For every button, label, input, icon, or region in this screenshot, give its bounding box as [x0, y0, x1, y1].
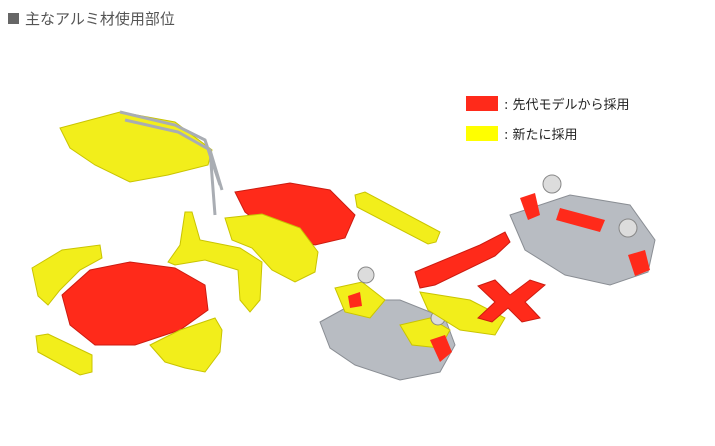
rear-arm-red: [556, 208, 605, 232]
rear-bulkhead-panel: [224, 213, 319, 283]
rear-knuckle-red-2: [628, 250, 650, 276]
legend-swatch-red: [466, 96, 498, 111]
legend-swatch-yellow: [466, 126, 498, 141]
front-knuckle-red-2: [348, 292, 362, 308]
hood-panel: [61, 261, 209, 346]
legend-item-new: : 新たに採用: [466, 124, 630, 143]
rear-knuckle-red: [520, 193, 540, 220]
legend: : 先代モデルから採用 : 新たに採用: [466, 94, 630, 154]
rear-subframe: [509, 194, 656, 286]
roof-frame-bars: [119, 110, 224, 216]
front-fender-left: [31, 244, 103, 306]
front-damper-top-left: [357, 266, 375, 284]
page-title-text: 主なアルミ材使用部位: [25, 10, 175, 28]
rear-damper-top-left: [542, 174, 562, 194]
roll-hoop-frame: [167, 211, 263, 313]
front-fender-right: [149, 317, 223, 373]
power-plant-frame: [414, 231, 511, 289]
front-bumper-beam: [35, 333, 93, 376]
legend-label-new: : 新たに採用: [504, 128, 578, 143]
center-brace-panel: [419, 291, 506, 336]
rear-damper-top-right: [618, 218, 638, 238]
page-title: 主なアルミ材使用部位: [8, 8, 175, 29]
title-square-icon: [8, 13, 19, 24]
rear-bumper-beam: [354, 191, 441, 245]
x-brace: [477, 279, 546, 323]
legend-item-carryover: : 先代モデルから採用: [466, 94, 630, 113]
legend-label-carryover: : 先代モデルから採用: [504, 98, 630, 113]
front-knuckle-red: [430, 335, 452, 362]
